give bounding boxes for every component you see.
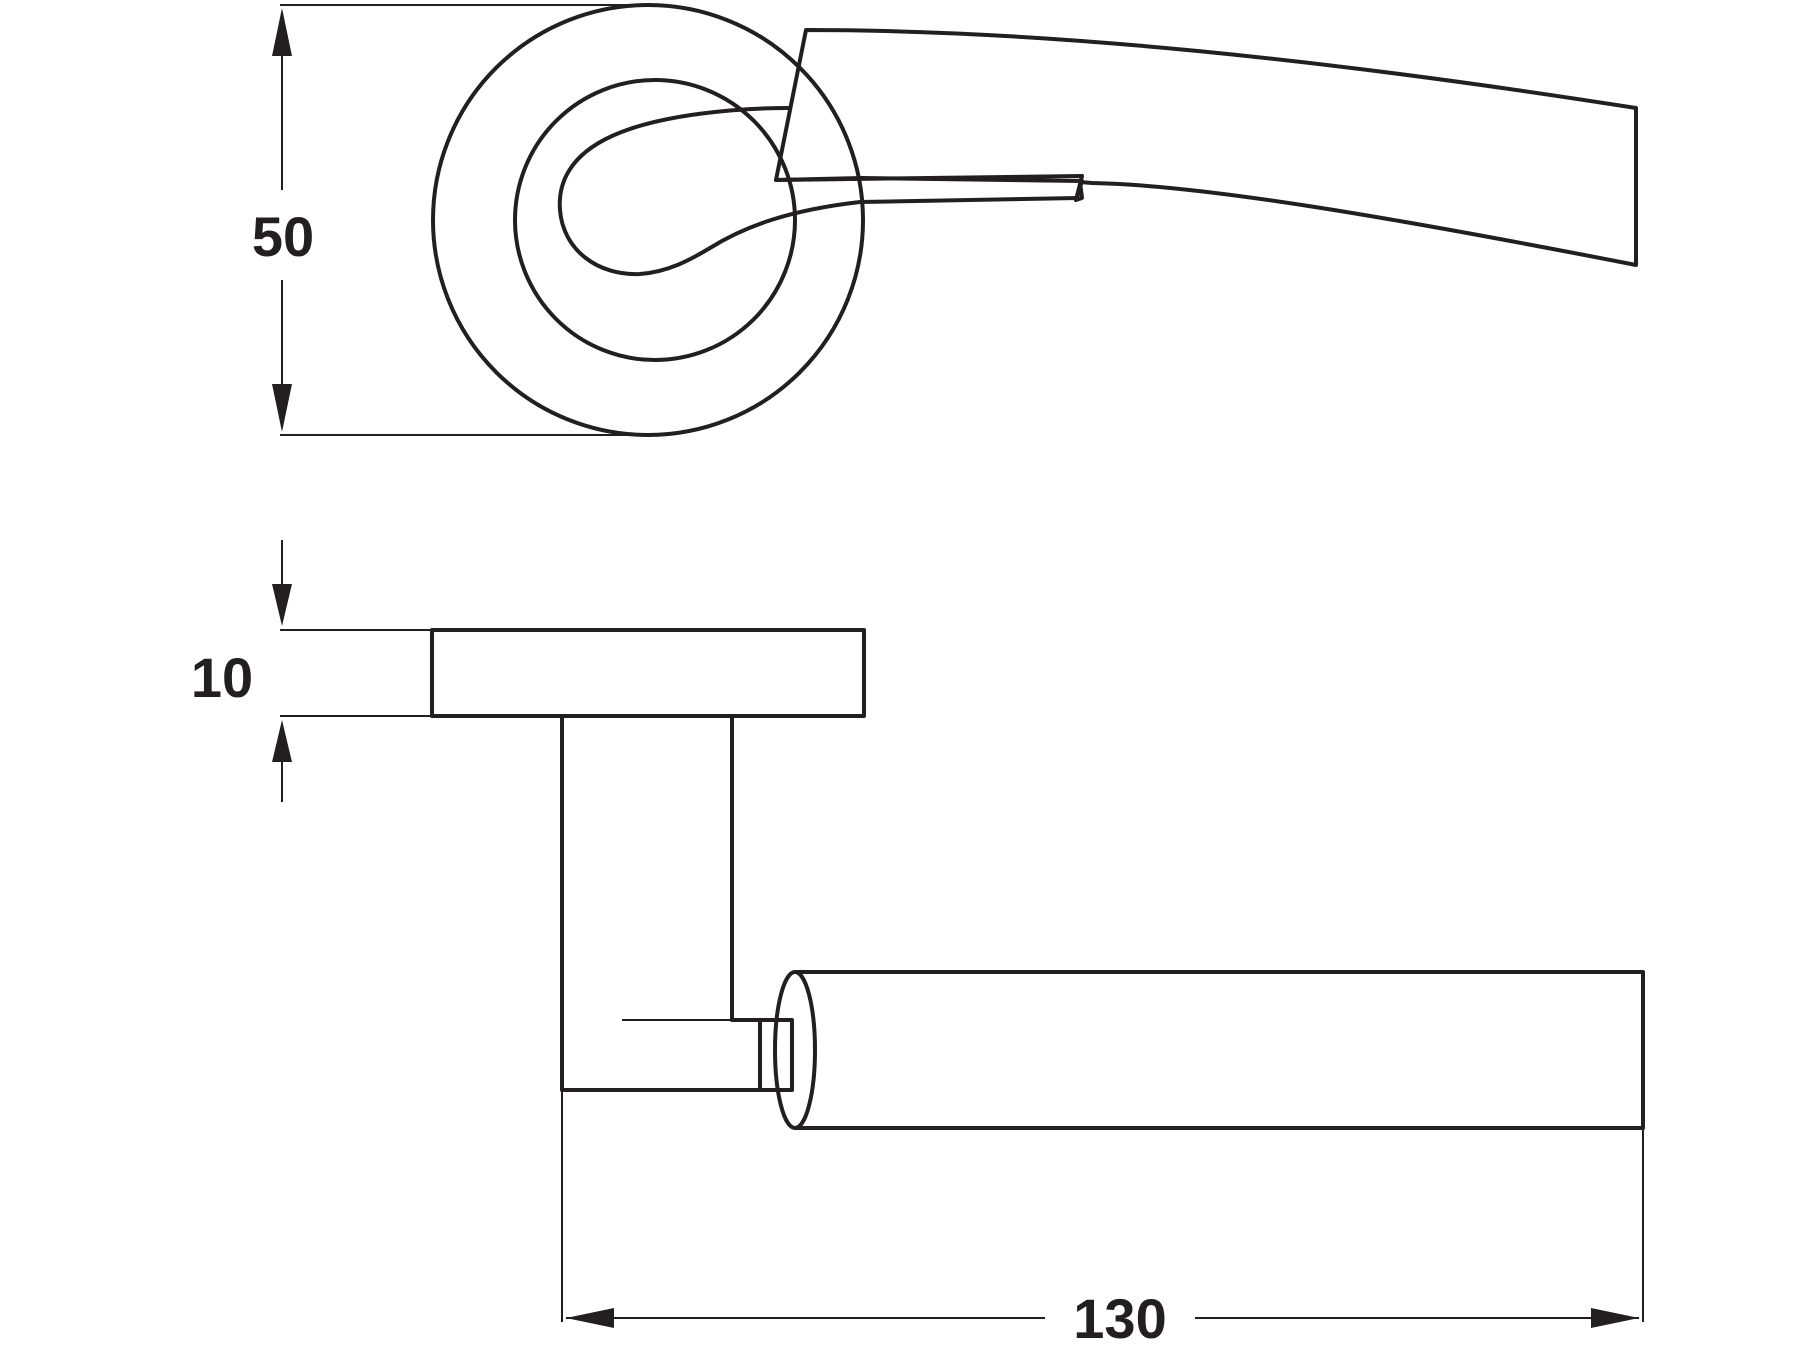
dimension-130: 130: [561, 1090, 1644, 1350]
arrowhead-left-icon: [566, 1308, 614, 1328]
rose-inner-ring: [513, 78, 797, 362]
dimension-label-130: 130: [1073, 1287, 1166, 1350]
arrowhead-down-icon: [272, 584, 292, 626]
lever-blade-step: [1074, 174, 1084, 202]
arrowhead-right-icon: [1591, 1308, 1639, 1328]
lever-bar-end: [773, 970, 817, 1130]
dimension-50: 50: [252, 4, 648, 436]
lever-bar: [793, 970, 1645, 1130]
arrowhead-up-icon: [272, 720, 292, 762]
lever-neck-side: [560, 714, 790, 1092]
dimension-10: 10: [191, 540, 432, 802]
arrowhead-down-icon: [272, 384, 292, 432]
arrowhead-up-icon: [272, 8, 292, 56]
lever-neck-side-right: [730, 714, 790, 1022]
lever-blade: [774, 28, 1638, 267]
side-view: [430, 628, 1645, 1130]
front-view: [431, 3, 1638, 437]
rose-plate: [430, 628, 866, 718]
dimension-label-10: 10: [191, 646, 253, 709]
dimension-label-50: 50: [252, 205, 314, 268]
lever-blade-bevel: [774, 174, 1084, 182]
lever-neck: [557, 106, 1080, 277]
